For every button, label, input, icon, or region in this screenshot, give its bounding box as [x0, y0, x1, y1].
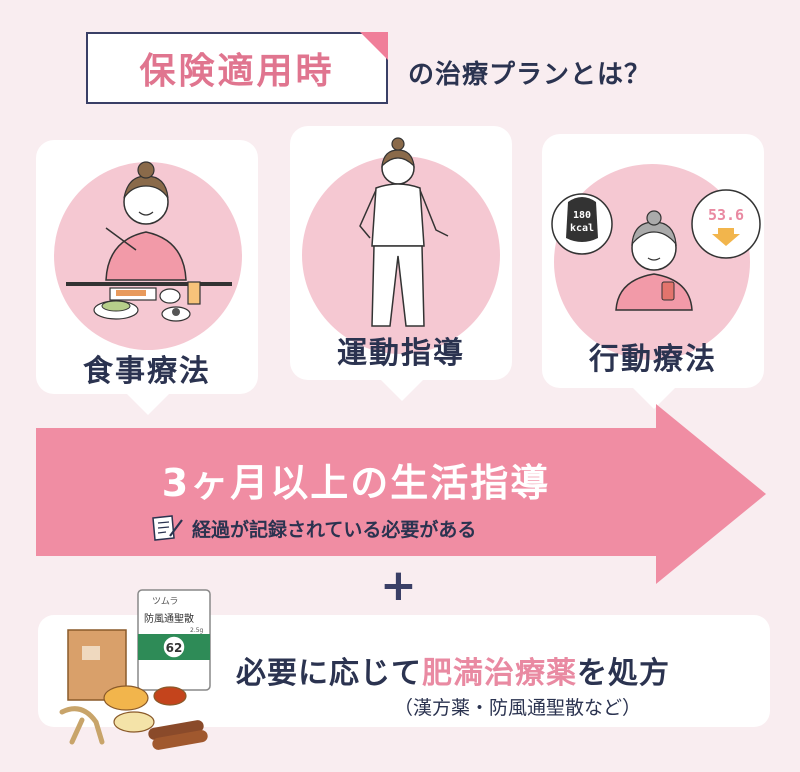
- package-weight: 2.5g: [190, 627, 204, 634]
- card-exercise-guidance: 運動指導: [290, 126, 512, 401]
- package-name: 防風通聖散: [144, 612, 194, 625]
- title-highlight: 保険適用時: [139, 51, 335, 92]
- package-number: 62: [166, 641, 183, 655]
- card-tail: [380, 379, 424, 401]
- medication-heading: 必要に応じて肥満治療薬を処方: [236, 648, 670, 692]
- arrow-sub-note: 経過が記録されている必要がある: [150, 514, 476, 542]
- card-tail: [632, 387, 676, 409]
- medication-highlight: 肥満治療薬: [422, 656, 577, 691]
- woman-phone-illustration: 180 kcal 53.6: [551, 189, 761, 311]
- card-label: 食事療法: [83, 354, 211, 389]
- package-brand: ツムラ: [152, 596, 178, 607]
- title-corner-decoration: [360, 32, 388, 60]
- card-tail: [126, 393, 170, 415]
- woman-walking-illustration: [359, 137, 449, 327]
- card-label: 行動療法: [589, 342, 717, 377]
- arrow-main-text: 3ヶ月以上の生活指導: [161, 461, 551, 505]
- document-pencil-icon: [152, 515, 183, 541]
- title-box: 保険適用時: [86, 32, 388, 104]
- timeline-arrow: [36, 404, 766, 584]
- woman-eating-illustration: [66, 161, 232, 322]
- card-diet-therapy: 食事療法: [36, 140, 258, 415]
- card-label: 運動指導: [337, 336, 465, 371]
- herbal-medicine-illustration: ツムラ 防風通聖散 2.5g 62: [59, 589, 211, 750]
- arrow-sub-text: 経過が記録されている必要がある: [192, 518, 477, 541]
- bubble-kcal-unit: kcal: [570, 223, 594, 234]
- bubble-kcal-value: 180: [573, 210, 591, 221]
- bubble-weight-value: 53.6: [708, 206, 744, 224]
- medication-pre: 必要に応じて: [236, 656, 422, 691]
- plus-sign: +: [380, 560, 417, 611]
- title-suffix: の治療プランとは？: [408, 60, 652, 90]
- medication-post: を処方: [577, 656, 670, 691]
- medication-note: （漢方薬・防風通聖散など）: [394, 697, 642, 719]
- card-behavior-therapy: 180 kcal 53.6 行動療法: [542, 134, 764, 409]
